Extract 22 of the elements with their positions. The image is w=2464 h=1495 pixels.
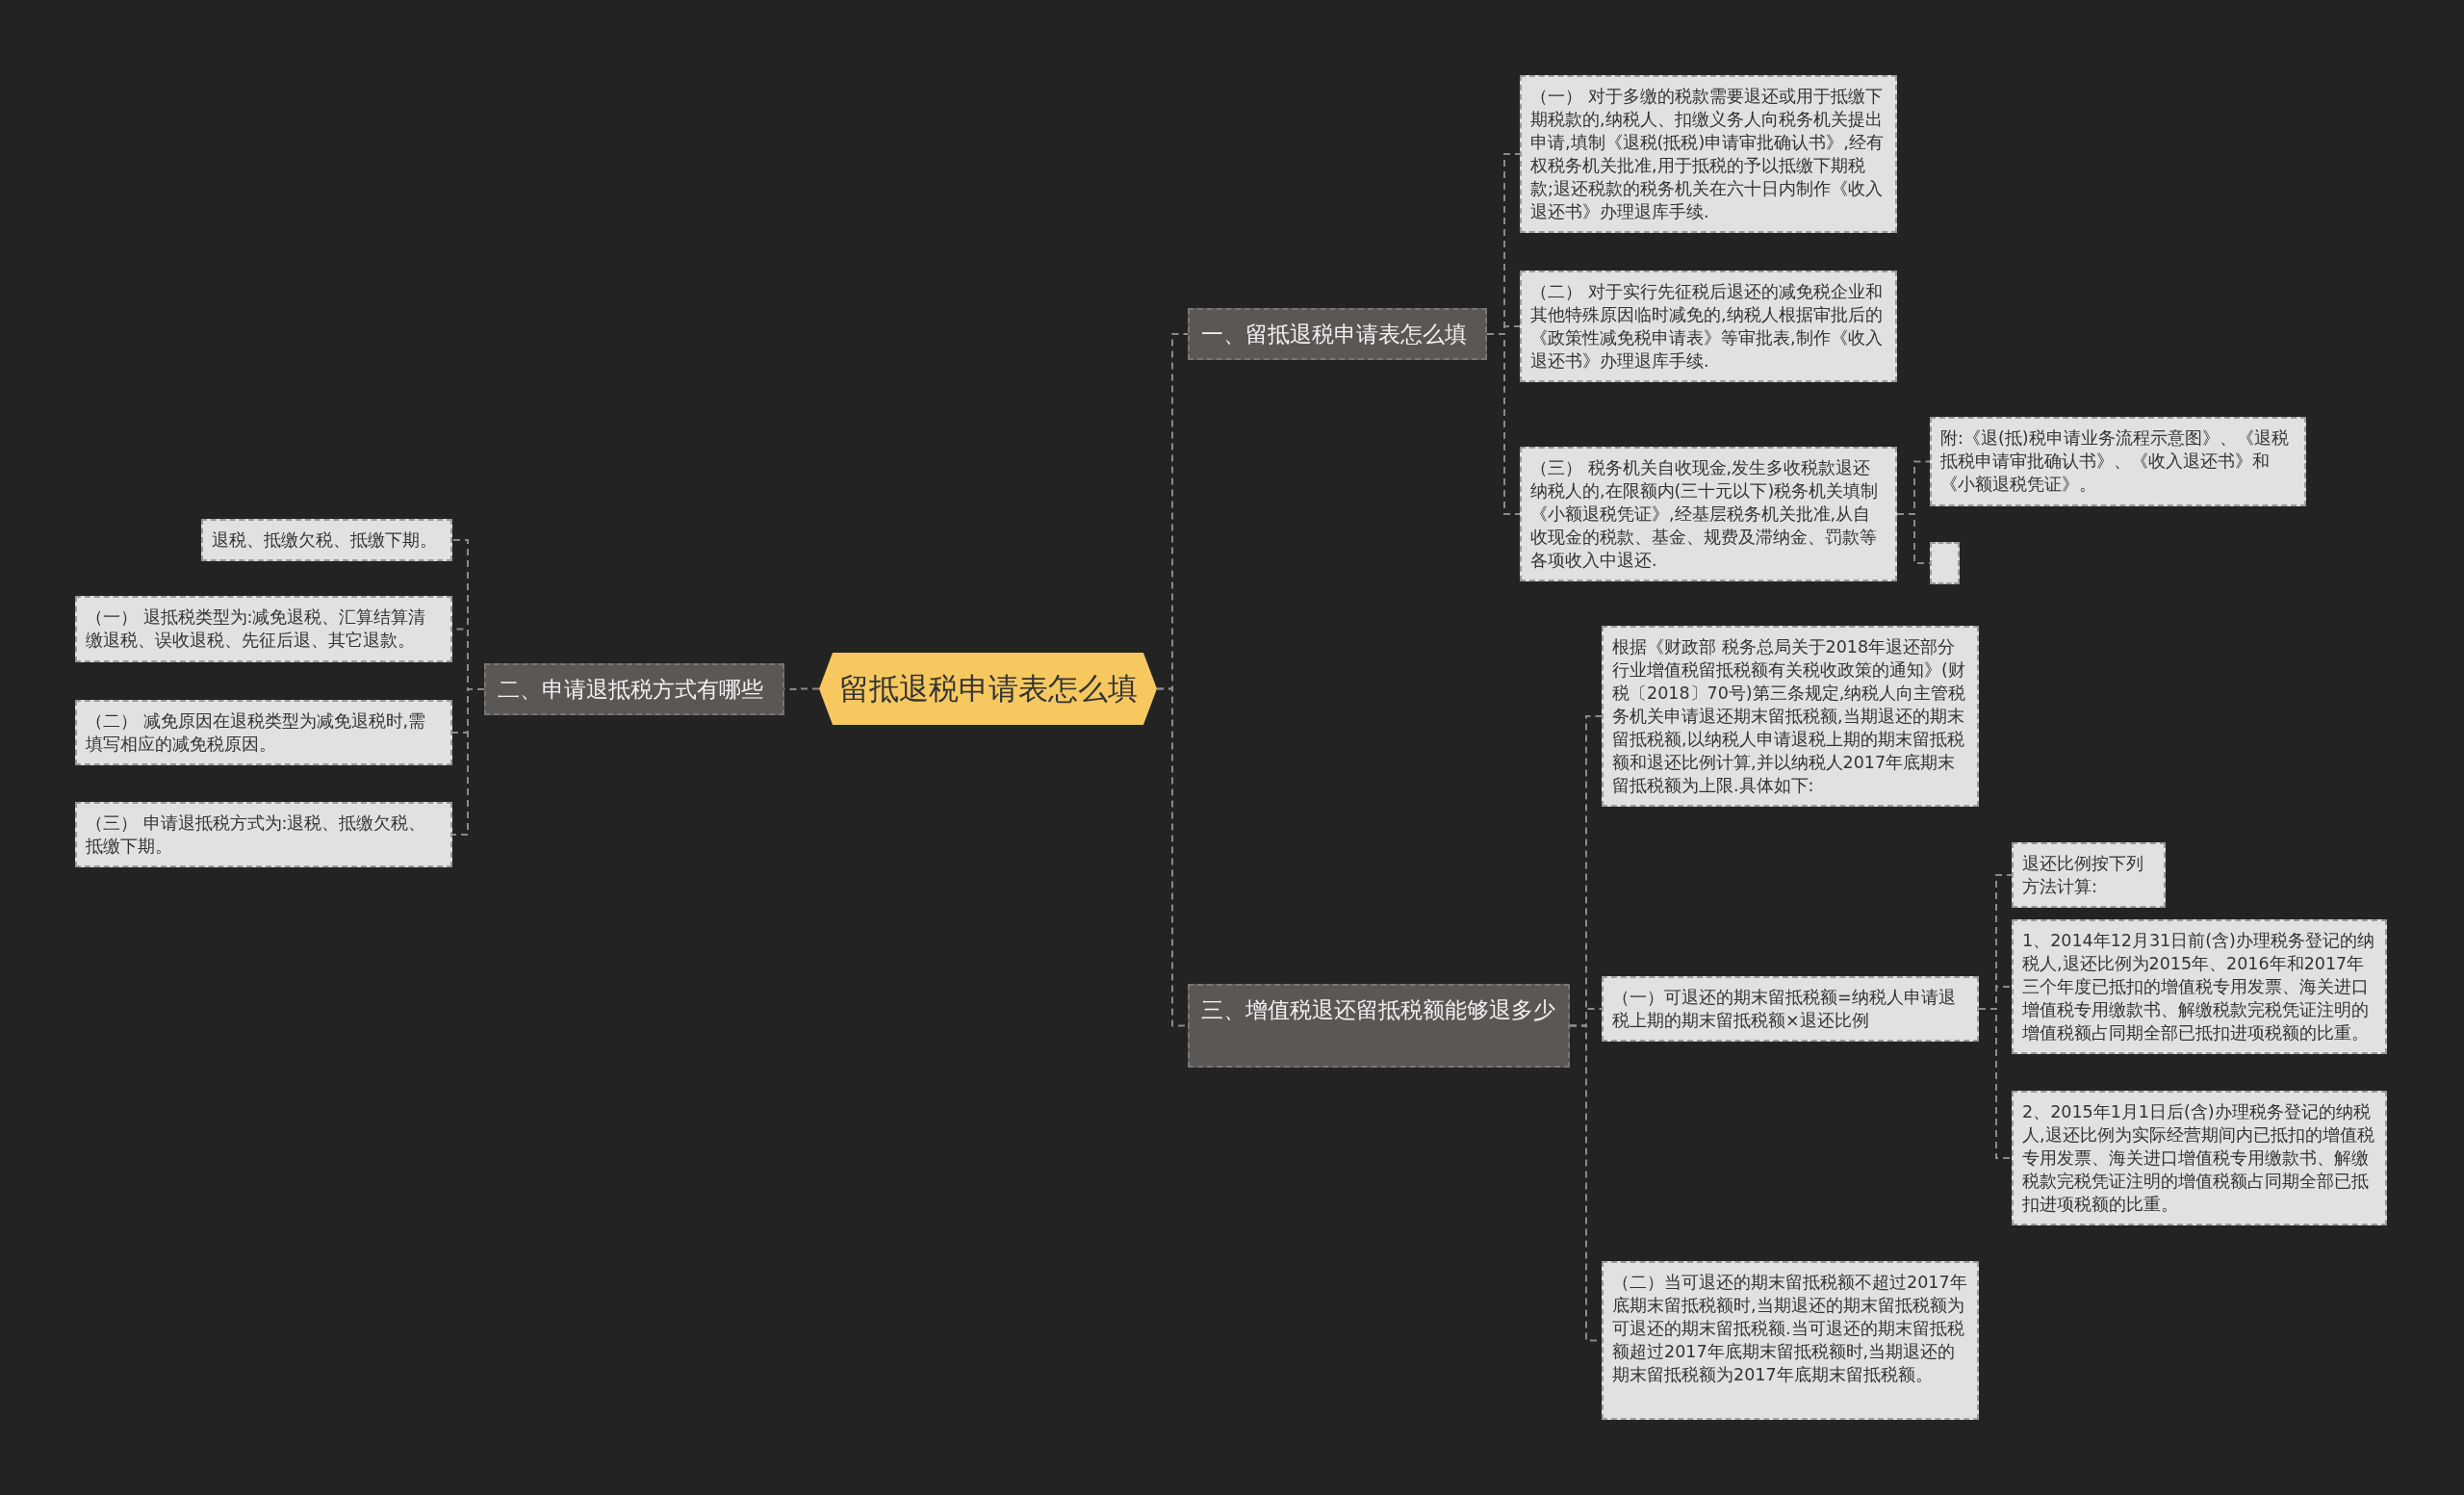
central-topic: 留抵退税申请表怎么填 — [819, 653, 1157, 725]
subtopic-box: 2、2015年1月1日后(含)办理税务登记的纳税人,退还比例为实际经营期间内已抵扣的增值税专用发票、海关进口增值税专用缴款书、解缴税款完税凭证注明的增值税额占同期全部已抵扣进项税额的比重。 — [2012, 1091, 2387, 1225]
subtopic-box: 退还比例按下列方法计算: — [2012, 842, 2166, 908]
connector-line — [1486, 333, 1521, 515]
empty-box — [1930, 542, 1960, 584]
subtopic-box: 退税、抵缴欠税、抵缴下期。 — [201, 519, 452, 561]
branch-topic-box: 三、增值税退还留抵税额能够退多少 — [1188, 984, 1570, 1068]
connector-line — [1978, 1008, 2013, 1159]
subtopic-box: （一） 对于多缴的税款需要退还或用于抵缴下期税款的,纳税人、扣缴义务人向税务机关提出申请,填制《退税(抵税)申请审批确认书》,经有权税务机关批准,用于抵税的予以抵缴下期税款;退还税款的税务机关在六十日内制作《收入退还书》办理退库手续. — [1520, 75, 1897, 233]
subtopic-box: （一） 退抵税类型为:减免退税、汇算结算清缴退税、误收退税、先征后退、其它退款。 — [75, 596, 452, 662]
subtopic-box: 根据《财政部 税务总局关于2018年退还部分行业增值税留抵税额有关税收政策的通知》(财税〔2018〕70号)第三条规定,纳税人向主管税务机关申请退还期末留抵税额,当期退还的期末留抵税额,以纳税人申请退税上期的期末留抵税额和退还比例计算,并以纳税人2017年底期末留抵税额为上限.具体如下: — [1602, 626, 1979, 807]
subtopic-box: （一）可退还的期末留抵税额=纳税人申请退税上期的期末留抵税额×退还比例 — [1602, 976, 1979, 1042]
subtopic-box: （二）当可退还的期末留抵税额不超过2017年底期末留抵税额时,当期退还的期末留抵税额为可退还的期末留抵税额.当可退还的期末留抵税额超过2017年底期末留抵税额时,当期退还的期末留抵税额为2017年底期末留抵税额。 — [1602, 1261, 1979, 1420]
subtopic-box: （二） 减免原因在退税类型为减免退税时,需填写相应的减免税原因。 — [75, 700, 452, 765]
subtopic-box: 附:《退(抵)税申请业务流程示意图》、《退税抵税申请审批确认书》、《收入退还书》和《小额退税凭证》。 — [1930, 417, 2306, 506]
subtopic-box: （三） 申请退抵税方式为:退税、抵缴欠税、抵缴下期。 — [75, 802, 452, 867]
subtopic-box: （三） 税务机关自收现金,发生多收税款退还纳税人的,在限额内(三十元以下)税务机关填制《小额退税凭证》,经基层税务机关批准,从自收现金的税款、基金、规费及滞纳金、罚款等各项收入中退还. — [1520, 447, 1897, 581]
subtopic-box: 1、2014年12月31日前(含)办理税务登记的纳税人,退还比例为2015年、2016年和2017年三个年度已抵扣的增值税专用发票、海关进口增值税专用缴款书、解缴税款完税凭证注明的增值税额占同期全部已抵扣进项税额的比重。 — [2012, 919, 2387, 1054]
connector-line — [451, 688, 485, 836]
branch-topic-box: 二、申请退抵税方式有哪些 — [484, 663, 784, 715]
subtopic-box: （二） 对于实行先征税后退还的减免税企业和其他特殊原因临时减免的,纳税人根据审批后的《政策性减免税申请表》等审批表,制作《收入退还书》办理退库手续. — [1520, 271, 1897, 382]
branch-topic-box: 一、留抵退税申请表怎么填 — [1188, 308, 1487, 360]
